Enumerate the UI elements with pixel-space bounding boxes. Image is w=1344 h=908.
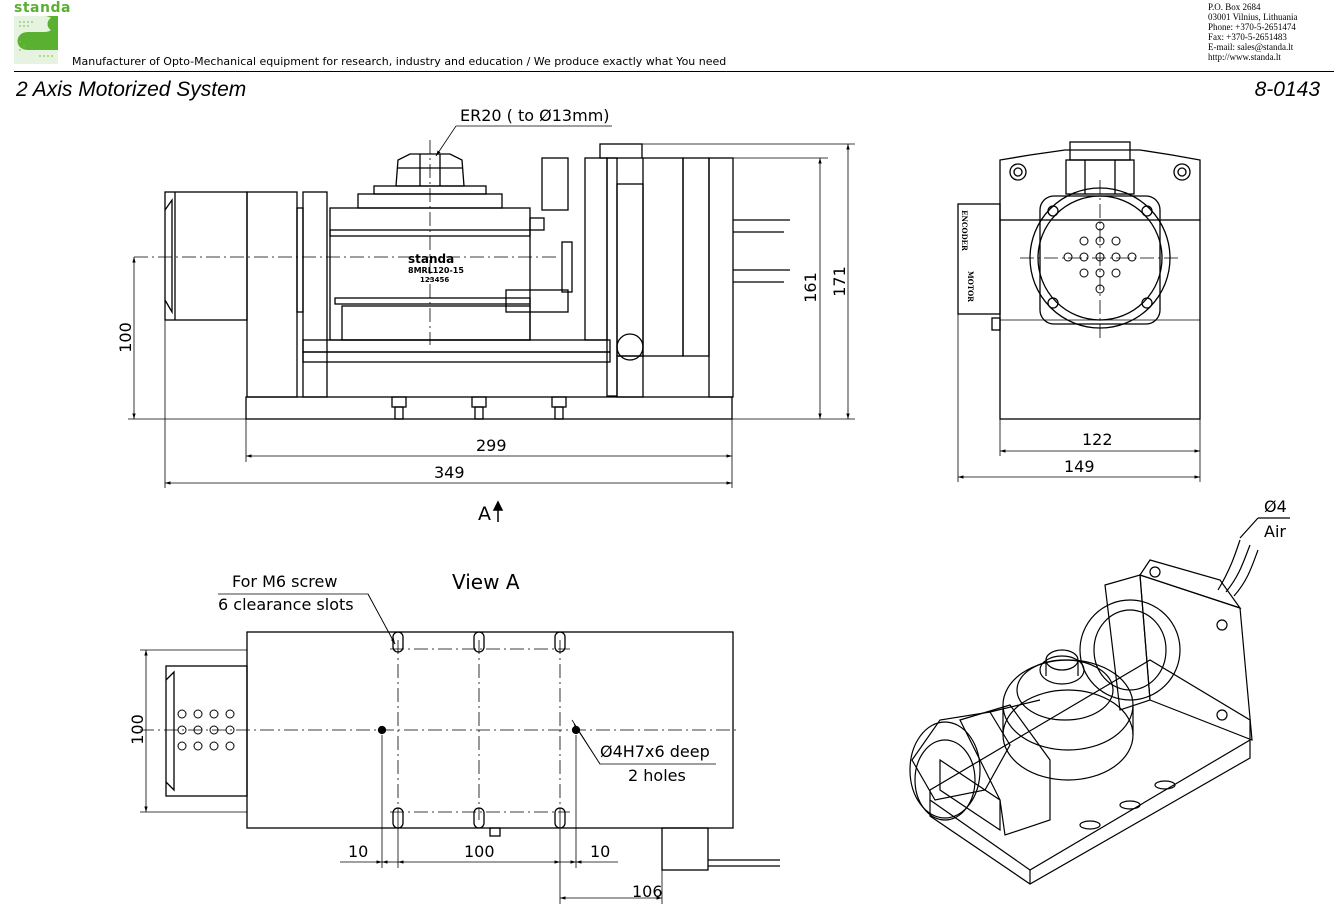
product-code: 8-0143 (1254, 78, 1320, 101)
slot-note-line2: 6 clearance slots (218, 595, 354, 614)
encoder-label: ENCODER (959, 210, 969, 251)
dim-view-a-100-vert: 100 (127, 714, 147, 745)
air-diameter-label: Ø4 (1264, 497, 1287, 516)
dim-width-299: 299 (476, 436, 507, 455)
dim-view-a-100-horiz: 100 (464, 842, 495, 861)
dim-width-349: 349 (434, 463, 465, 482)
stage-model: 8MRL120-15 (408, 266, 464, 275)
page-title: 2 Axis Motorized System (16, 78, 247, 101)
dim-view-a-10-left: 10 (348, 842, 369, 861)
header-divider (14, 71, 1334, 72)
logo-wordmark: standa (14, 0, 71, 16)
front-view (164, 143, 790, 420)
dim-height-100: 100 (115, 322, 135, 353)
stage-brand: standa (408, 252, 455, 266)
contact-line: E-mail: sales@standa.lt (1208, 42, 1294, 52)
contact-line: Fax: +370-5-2651483 (1208, 32, 1287, 42)
dim-width-122: 122 (1082, 430, 1113, 449)
stage-serial: 123456 (420, 276, 450, 284)
dim-height-161: 161 (800, 272, 820, 303)
contact-line: 03001 Vilnius, Lithuania (1208, 12, 1298, 22)
dim-height-171: 171 (829, 266, 849, 297)
company-tagline: Manufacturer of Opto-Mechanical equipmen… (72, 55, 727, 68)
view-a-title: View A (452, 570, 520, 594)
contact-block: P.O. Box 2684 03001 Vilnius, Lithuania P… (1208, 2, 1298, 62)
collet-label: ER20 ( to Ø13mm) (460, 106, 610, 125)
contact-line: Phone: +370-5-2651474 (1208, 22, 1296, 32)
isometric-view (909, 517, 1290, 885)
motor-label: MOTOR (965, 271, 975, 302)
standa-logo (14, 16, 58, 64)
dim-view-a-106: 106 (632, 882, 663, 901)
hole-note-line1: Ø4H7x6 deep (600, 742, 710, 761)
dim-view-a-10-right: 10 (590, 842, 611, 861)
contact-line: http://www.standa.lt (1208, 52, 1281, 62)
view-arrow-label: A (478, 503, 491, 525)
contact-line: P.O. Box 2684 (1208, 2, 1261, 12)
slot-note-line1: For M6 screw (232, 572, 338, 591)
hole-note-line2: 2 holes (628, 766, 686, 785)
side-view (957, 141, 1201, 420)
dim-width-149: 149 (1064, 457, 1095, 476)
air-label: Air (1264, 522, 1286, 541)
